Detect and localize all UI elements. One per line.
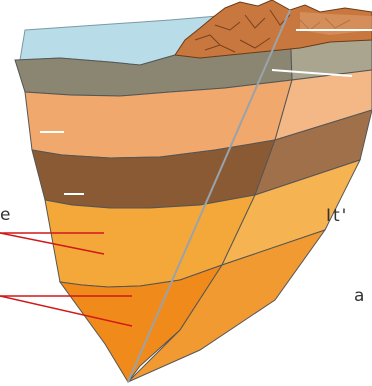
left-label-fragment: e <box>0 205 10 225</box>
right-text-fragment-2: a <box>354 286 366 306</box>
left-face <box>15 10 295 382</box>
right-text-fragment-1: It' <box>326 206 348 226</box>
